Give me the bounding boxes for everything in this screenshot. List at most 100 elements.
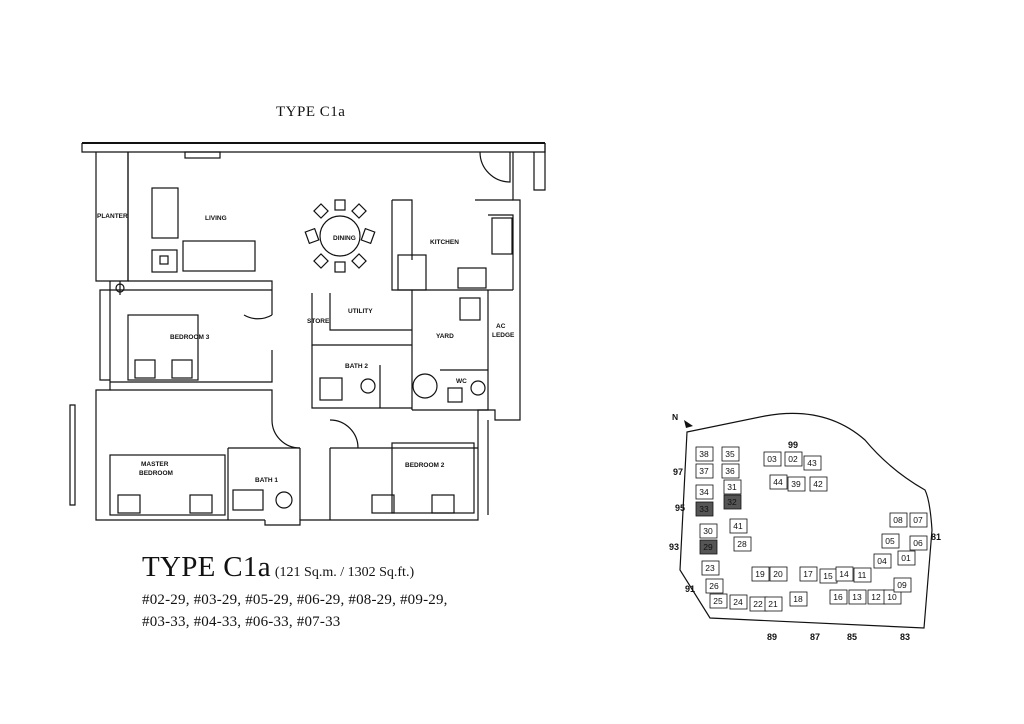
site-block: [889, 512, 908, 528]
site-block-label: 11: [858, 570, 867, 580]
site-block-label: 07: [913, 515, 923, 525]
site-block-label: 39: [791, 479, 801, 489]
site-block-label: 18: [793, 594, 803, 604]
site-block-label: 19: [755, 569, 765, 579]
site-block: [853, 567, 872, 583]
site-block-label: 17: [803, 569, 813, 579]
site-block-label: 44: [773, 477, 783, 487]
site-block: [893, 577, 912, 593]
sofa-chair: [151, 187, 179, 239]
road-number-label: 85: [847, 632, 857, 642]
road-number-label: 89: [767, 632, 777, 642]
site-block-label: 05: [885, 536, 895, 546]
site-block-label: 42: [813, 479, 823, 489]
site-block-label: 33: [699, 504, 709, 514]
master-bed: [109, 454, 226, 516]
site-block: [763, 451, 782, 467]
room-label-master-2: BEDROOM: [139, 470, 173, 477]
site-block: [769, 566, 788, 582]
site-block-label: 23: [705, 563, 715, 573]
site-block-label: 34: [699, 487, 709, 497]
site-block: [799, 566, 818, 582]
site-block: [829, 589, 848, 605]
site-block: [751, 566, 770, 582]
room-label-utility: UTILITY: [348, 308, 373, 315]
site-block-label: 14: [839, 569, 849, 579]
room-label-master-1: MASTER: [141, 461, 169, 468]
site-block-label: 25: [713, 596, 723, 606]
site-block: [873, 553, 892, 569]
site-block-label: 04: [877, 556, 887, 566]
room-label-dining: DINING: [333, 235, 356, 242]
site-block-label: 35: [725, 449, 735, 459]
site-block-label: 09: [897, 580, 907, 590]
site-block: [729, 594, 748, 610]
living-window: [184, 151, 221, 159]
road-number-label: 93: [669, 542, 679, 552]
site-block-label: 02: [788, 454, 798, 464]
top-wall: [81, 143, 546, 153]
site-block: [787, 476, 806, 492]
site-block: [803, 455, 822, 471]
site-block-label: 38: [699, 449, 709, 459]
site-block-label: 08: [893, 515, 903, 525]
site-block: [695, 484, 714, 500]
site-block: [701, 560, 720, 576]
site-block-label: 43: [807, 458, 817, 468]
site-block-label: 21: [768, 599, 778, 609]
site-block: [709, 593, 728, 609]
room-label-bedroom2: BEDROOM 2: [405, 462, 445, 469]
site-block-label: 22: [753, 599, 763, 609]
site-block-label: 28: [737, 539, 747, 549]
site-block-label: 24: [733, 597, 743, 607]
site-boundary: [679, 412, 933, 629]
site-block: [695, 501, 714, 517]
site-block-label: 13: [852, 592, 862, 602]
site-block: [769, 474, 788, 490]
site-block: [848, 589, 867, 605]
site-block-label: 16: [833, 592, 843, 602]
room-label-wc: WC: [456, 378, 467, 385]
site-block: [883, 589, 902, 605]
room-label-ac-ledge-2: LEDGE: [492, 332, 515, 339]
unit-area: (121 Sq.m. / 1302 Sq.ft.): [274, 565, 415, 580]
site-block: [897, 550, 916, 566]
unit-numbers-line-1: #02-29, #03-29, #05-29, #06-29, #08-29, …: [142, 592, 448, 608]
site-block: [809, 476, 828, 492]
plan-type-title: TYPE C1a: [276, 104, 346, 120]
road-number-label: 83: [900, 632, 910, 642]
unit-type-heading: TYPE C1a(121 Sq.m. / 1302 Sq.ft.): [142, 551, 414, 584]
north-label: N: [672, 412, 678, 422]
site-block: [909, 535, 928, 551]
site-block: [764, 596, 783, 612]
dining-table: [319, 215, 361, 257]
site-block-label: 32: [727, 497, 737, 507]
site-block-label: 06: [913, 538, 923, 548]
north-arrow-icon: N: [672, 412, 693, 428]
site-block-label: 10: [887, 592, 897, 602]
room-label-ac-ledge-1: AC: [496, 323, 506, 330]
road-number-label: 95: [675, 503, 685, 513]
site-block: [789, 591, 808, 607]
site-block: [723, 494, 742, 510]
road-number-label: 99: [788, 440, 798, 450]
site-block: [729, 518, 748, 534]
site-block: [721, 446, 740, 462]
site-block: [881, 533, 900, 549]
site-block-label: 30: [703, 526, 713, 536]
site-block: [721, 463, 740, 479]
sofa: [182, 240, 256, 272]
site-block: [835, 566, 854, 582]
site-block-label: 12: [871, 592, 881, 602]
room-label-bath2: BATH 2: [345, 363, 368, 370]
room-label-planter: PLANTER: [97, 213, 128, 220]
site-block-label: 37: [699, 466, 709, 476]
site-block: [909, 512, 928, 528]
site-block-label: 29: [703, 542, 713, 552]
site-block: [695, 446, 714, 462]
road-number-label: 97: [673, 467, 683, 477]
site-block: [705, 578, 724, 594]
room-label-yard: YARD: [436, 333, 454, 340]
road-number-label: 81: [931, 532, 941, 542]
